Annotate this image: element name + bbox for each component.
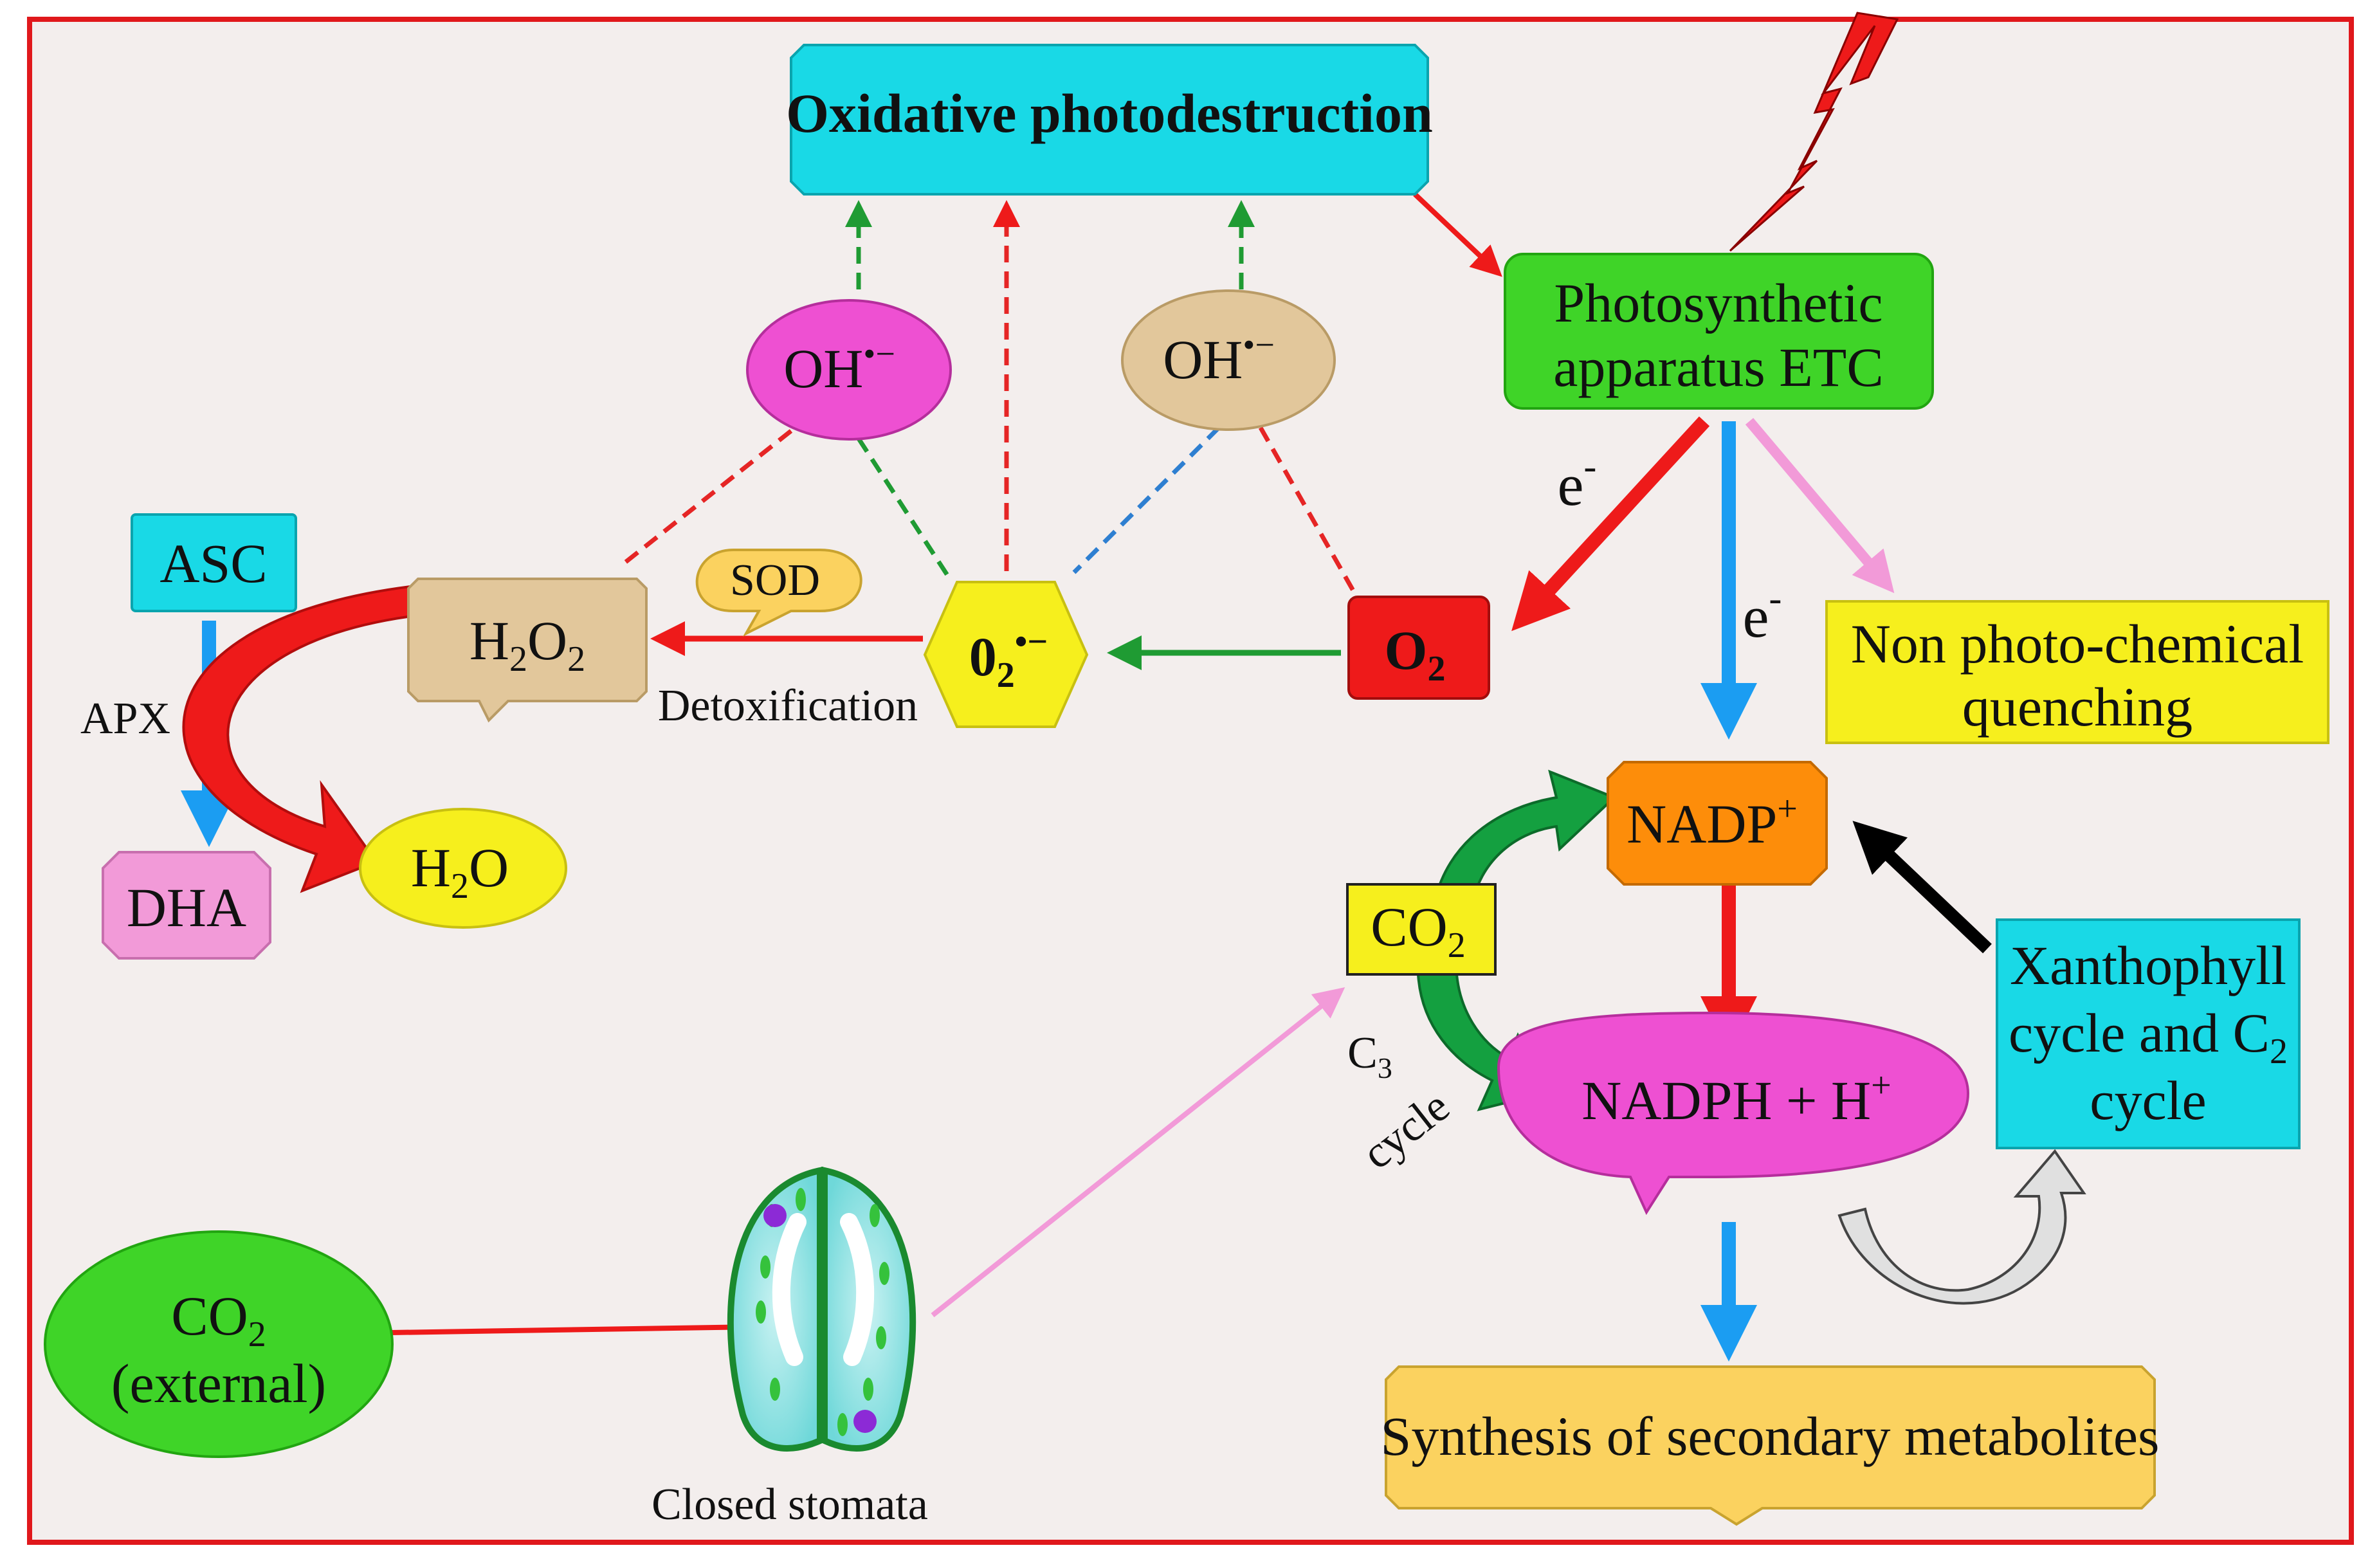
photosynthetic-line2: apparatus ETC: [1553, 336, 1883, 398]
nadp-label: NADP+: [1627, 789, 1798, 855]
oxidative-photodestruction-box: Oxidative photodestruction: [786, 44, 1433, 196]
h2o2-label: H2O2: [469, 610, 585, 679]
stomata-illustration: Closed stomata: [652, 1166, 928, 1529]
synthesis-box: Synthesis of secondary metabolites: [1381, 1365, 2160, 1526]
detoxification-label: Detoxification: [658, 681, 918, 731]
superoxide-label: 02•−: [969, 622, 1048, 695]
co2-internal-label: CO2: [1371, 896, 1465, 965]
co2-external-ellipse: CO2 (external): [44, 1230, 394, 1458]
etc-to-quenching-arrow: [1745, 417, 1895, 594]
xanthophyll-line2: cycle and C2: [2009, 1002, 2288, 1071]
nadph-label: NADPH + H+: [1581, 1066, 1891, 1131]
oh-left-to-h2o2-dashed-line: [619, 429, 793, 568]
apx-label: APX: [80, 694, 170, 743]
oxygen-box: O2: [1347, 596, 1490, 700]
dha-box: DHA: [102, 851, 271, 960]
water-ellipse: H2O: [359, 808, 567, 929]
co2-internal-box: CO2: [1346, 883, 1497, 976]
c3-cycle-upper-arrow: [1432, 769, 1617, 905]
dha-label: DHA: [127, 877, 246, 938]
quenching-line2: quenching: [1962, 676, 2192, 738]
light-bolt-icon: [1729, 12, 1899, 252]
stomata-to-co2-arrow: [931, 987, 1345, 1318]
h2o2-to-h2o-curved-arrow: [182, 583, 430, 893]
oh-right-to-superoxide-dashed-line: [1072, 426, 1221, 574]
non-photochemical-quenching-box: Non photo-chemical quenching: [1825, 600, 2329, 744]
nadph-ellipse: NADPH + H+: [1497, 1011, 1970, 1216]
oxidative-to-etc-arrow: [1413, 192, 1502, 277]
nadp-box: NADP+: [1607, 761, 1828, 886]
hydroxyl-radical-right-ellipse: OH•−: [1121, 289, 1336, 431]
asc-label: ASC: [160, 533, 267, 594]
superoxide-hexagon: 02•−: [923, 581, 1089, 728]
co2-external-line2: (external): [111, 1353, 326, 1414]
asc-box: ASC: [131, 513, 297, 612]
oxidative-photodestruction-label: Oxidative photodestruction: [786, 82, 1433, 144]
oh-right-to-o2-dashed-line: [1258, 426, 1356, 593]
nadph-to-xanthophyll-curved-arrow: [1837, 1149, 2086, 1305]
photosynthetic-line1: Photosynthetic: [1554, 272, 1882, 334]
electron-label-1: e-: [1558, 445, 1597, 518]
xanthophyll-box: Xanthophyll cycle and C2 cycle: [1996, 918, 2301, 1149]
oh-left-to-superoxide-dashed-line: [857, 437, 954, 583]
xanthophyll-to-nadp-arrow: [1852, 821, 1992, 954]
c3-label: C3: [1347, 1028, 1392, 1084]
electron-label-2: e-: [1743, 577, 1782, 650]
xanthophyll-line1: Xanthophyll: [2010, 934, 2286, 996]
synthesis-label: Synthesis of secondary metabolites: [1381, 1405, 2160, 1467]
h2o2-box: H2O2: [407, 578, 648, 723]
diagram-frame: [27, 17, 2354, 1545]
oh-right-label: OH•−: [1163, 325, 1275, 390]
xanthophyll-line3: cycle: [2090, 1070, 2206, 1131]
co2-external-to-stomata-arrow: [390, 1311, 761, 1343]
hydroxyl-radical-left-ellipse: OH•−: [746, 299, 952, 441]
closed-stomata-label: Closed stomata: [652, 1480, 928, 1529]
o2-label: O2: [1385, 619, 1446, 689]
sod-label: SOD: [730, 556, 820, 605]
photosynthetic-etc-box: Photosynthetic apparatus ETC: [1504, 253, 1934, 410]
quenching-line1: Non photo-chemical: [1851, 613, 2304, 675]
oh-left-label: OH•−: [783, 334, 895, 399]
etc-to-o2-arrow: [1511, 416, 1710, 632]
h2o-label: H2O: [411, 837, 509, 906]
sod-callout: SOD: [695, 549, 862, 637]
co2-external-line1: CO2: [171, 1285, 266, 1354]
